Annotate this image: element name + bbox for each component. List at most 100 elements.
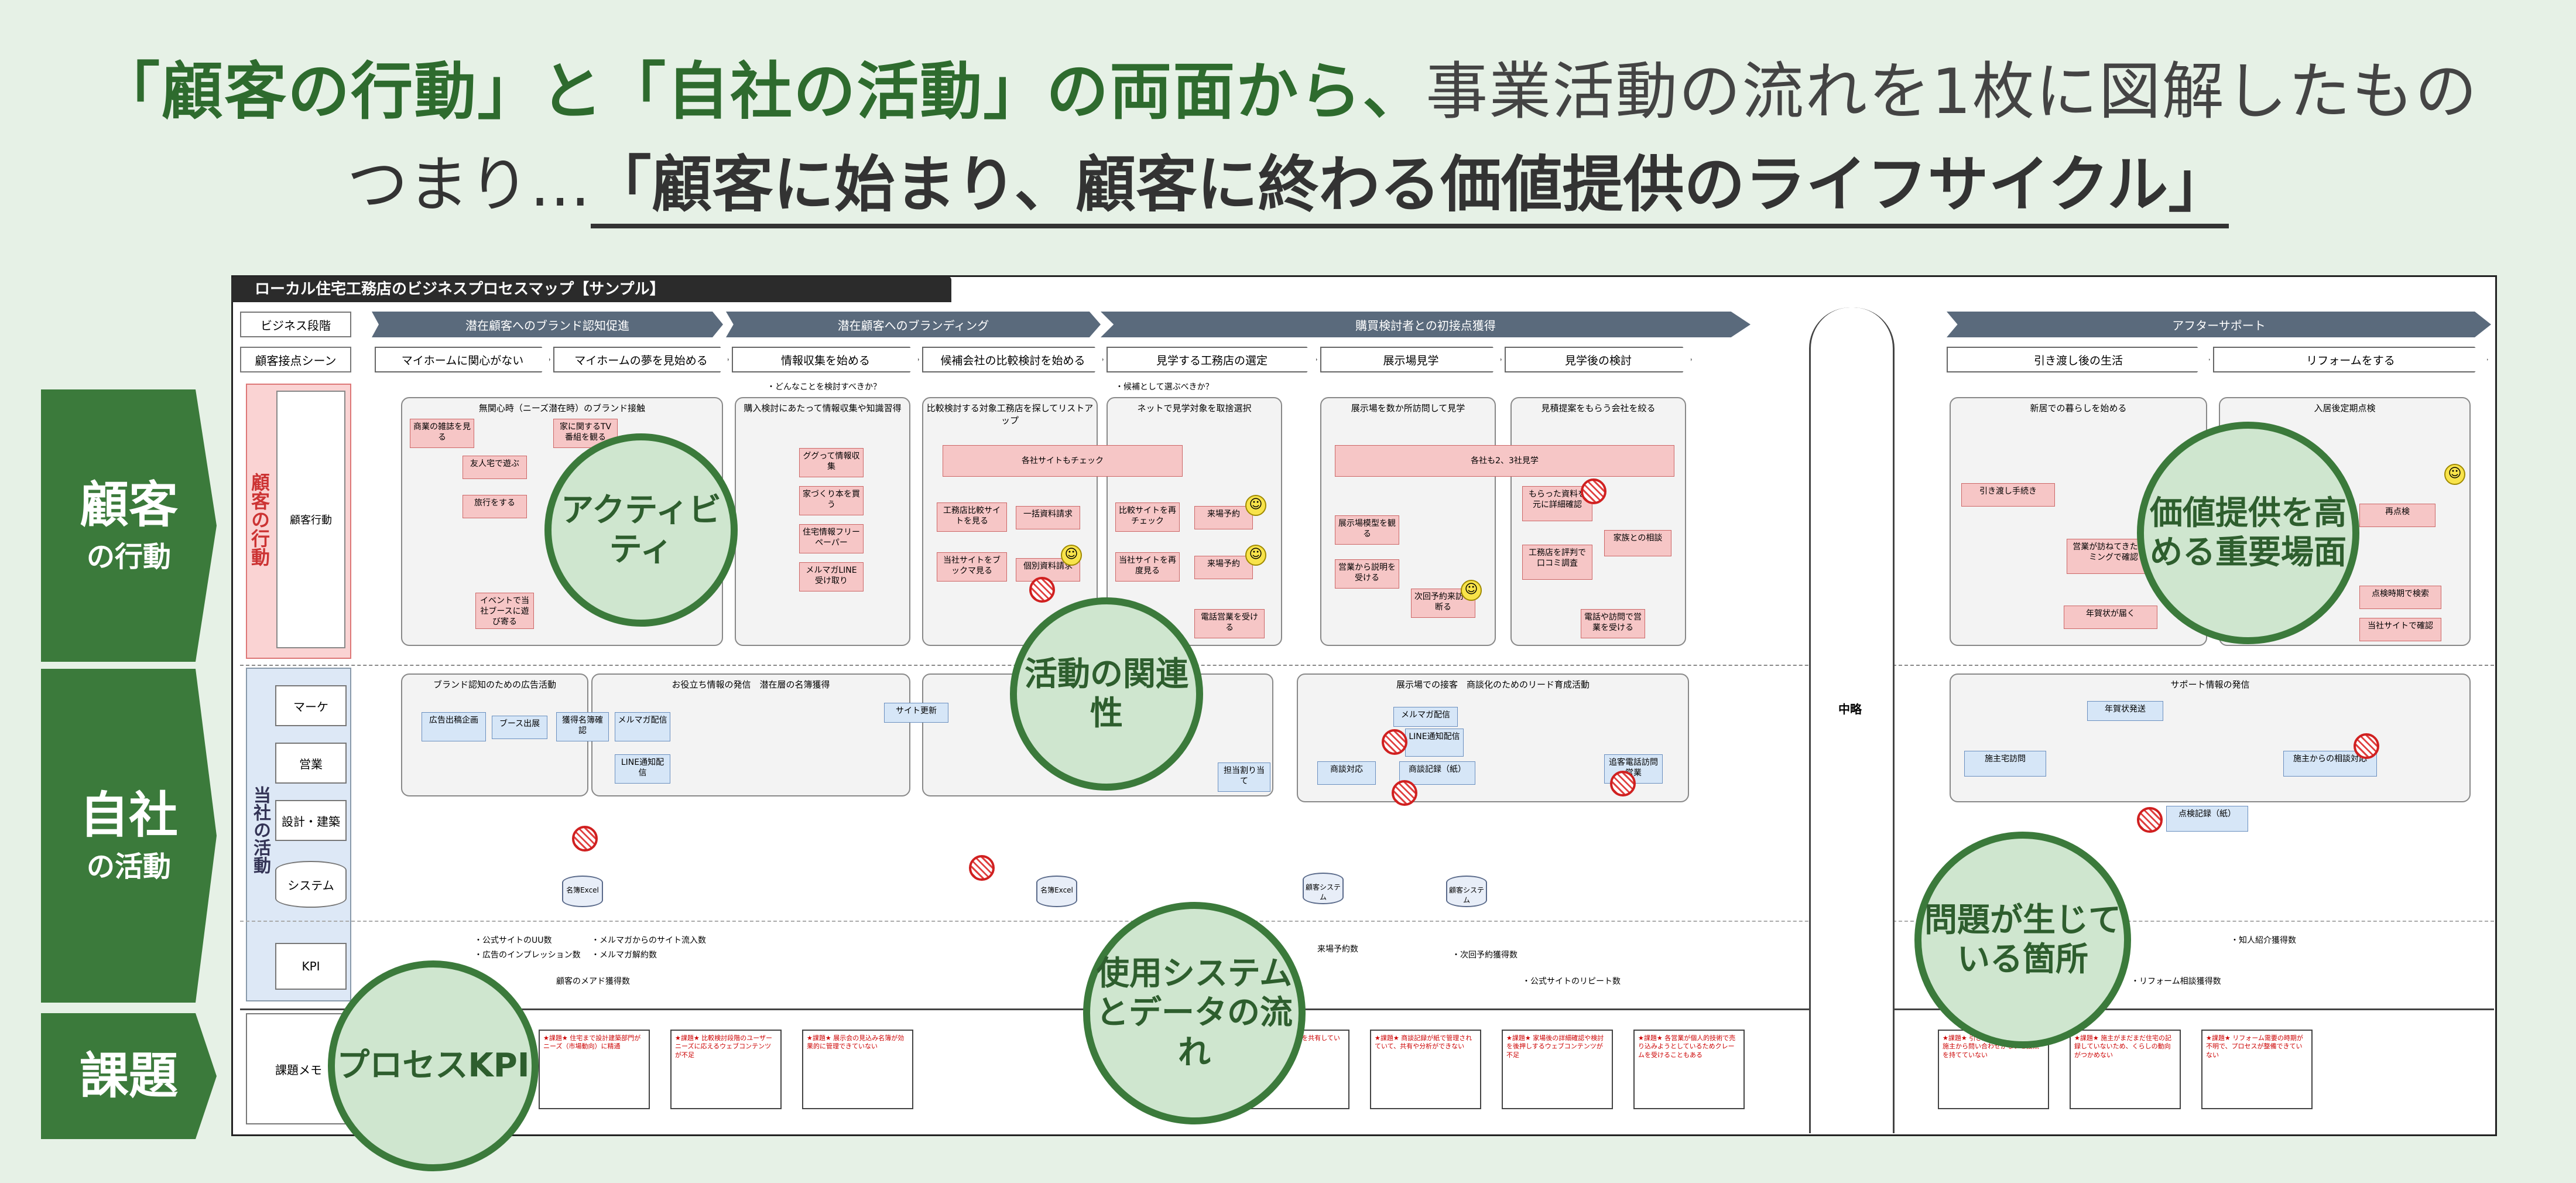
company-group-title: ブランド認知のための広告活動 — [433, 679, 556, 690]
company-group-title: 展示場での接客 商談化のためのリード育成活動 — [1396, 679, 1590, 690]
customer-item: 年賀状が届く — [2064, 606, 2157, 629]
company-item: 担当割り当て — [1218, 763, 1270, 792]
issue-memo: ★課題★ 商談記録が紙で管理されていて、共有や分析ができない — [1370, 1030, 1481, 1109]
kpi-item: ・次回予約獲得数 — [1452, 950, 1517, 960]
customer-group-title: 見積提案をもらう会社を絞る — [1541, 403, 1656, 413]
customer-item: 営業から説明を受ける — [1335, 559, 1399, 589]
issue-memo: ★課題★ 施主がまだまだ住宅の記録していないため、くらしの動向がつかめない — [2070, 1030, 2181, 1109]
callout-activity: アクティビティ — [544, 433, 738, 627]
company-item: 年賀状発送 — [2087, 701, 2163, 721]
smile-icon: ☺ — [1245, 545, 1266, 566]
category-customer: 顧客 の行動 — [41, 389, 217, 662]
problem-marker — [1392, 780, 1417, 806]
company-vertical-label: 当社の活動 — [250, 786, 270, 874]
scene-not-interested: マイホームに関心がない — [375, 347, 550, 372]
scene-info-gathering: 情報収集を始める — [732, 347, 919, 372]
customer-item: 一括資料請求 — [1016, 506, 1080, 529]
problem-marker — [969, 855, 995, 881]
headline-bold: 「顧客の行動」と「自社の活動」の両面から、 — [98, 56, 1426, 128]
company-group-4: サポート情報の発信 — [1950, 673, 2471, 802]
company-item: LINE通知配信 — [1405, 729, 1464, 757]
issue-memo: ★課題★ 展示会の見込み名簿が効果的に管理できていない — [802, 1030, 913, 1109]
kpi-item: ・知人紹介獲得数 — [2231, 936, 2296, 945]
company-item: 商談記録（紙） — [1399, 761, 1475, 785]
note-candidate: ・候補として選ぶべきか？ — [1115, 382, 1214, 392]
row-label-system: システム — [275, 861, 347, 908]
customer-item: 住宅情報フリーペーパー — [799, 524, 864, 553]
company-item: 商談対応 — [1317, 761, 1376, 785]
company-item: 獲得名簿確認 — [556, 712, 609, 741]
customer-item: 電話営業を受ける — [1194, 609, 1265, 638]
company-item: 広告出稿企画 — [422, 712, 486, 741]
row-label-scene: 顧客接点シーン — [240, 347, 351, 372]
problem-marker — [2137, 807, 2163, 833]
row-label-kpi: KPI — [275, 943, 347, 990]
problem-marker — [1382, 729, 1407, 755]
system-customer-db: 顧客システム — [1303, 873, 1344, 904]
scene-dreaming: マイホームの夢を見始める — [553, 347, 729, 372]
omitted-band — [1809, 307, 1895, 1133]
category-company: 自社 の活動 — [41, 669, 217, 1003]
phase-awareness: 潜在顧客へのブランド認知促進 — [372, 312, 723, 337]
problem-marker — [2354, 733, 2379, 759]
customer-item: 当社サイトで確認 — [2359, 618, 2441, 641]
customer-item: 比較サイトを再チェック — [1115, 502, 1180, 532]
system-list-excel: 名簿Excel — [562, 876, 603, 907]
row-label-sales: 営業 — [275, 743, 347, 784]
customer-group-title: ネットで見学対象を取捨選択 — [1137, 403, 1252, 413]
customer-group-title: 展示場を数か所訪問して見学 — [1351, 403, 1465, 413]
system-list-excel-2: 名簿Excel — [1036, 876, 1077, 907]
scene-after-handover: 引き渡し後の生活 — [1947, 347, 2210, 372]
customer-item: 工務店比較サイトを見る — [937, 502, 1007, 532]
customer-item: 各社も2、3社見学 — [1335, 445, 1674, 477]
customer-item: 家づくり本を買う — [799, 486, 864, 515]
row-label-design: 設計・建築 — [275, 800, 347, 841]
company-item: 施主宅訪問 — [1964, 751, 2046, 777]
customer-item: イベントで当社ブースに遊び寄る — [475, 593, 534, 629]
company-group-title: サポート情報の発信 — [2170, 679, 2250, 690]
customer-group-6: 見積提案をもらう会社を絞る — [1510, 397, 1686, 646]
kpi-item: ・広告のインプレッション数 — [474, 950, 581, 960]
customer-vertical-label: 顧客の行動 — [248, 473, 270, 566]
company-item: 点検記録（紙） — [2166, 806, 2248, 832]
row-label-marketing: マーケ — [275, 685, 347, 726]
issue-memo: ★課題★ リフォーム需要の時期が不明で、プロセスが整備できていない — [2201, 1030, 2313, 1109]
customer-item: 商業の雑誌を見る — [410, 419, 474, 448]
scene-showroom: 展示場見学 — [1320, 347, 1502, 372]
headline-thin: 事業活動の流れを1枚に図解したもの — [1426, 56, 2478, 128]
scene-reform: リフォームをする — [2213, 347, 2488, 372]
issue-memo: ★課題★ 家場後の詳細確認や検討を後押しするウェブコンテンツが不足 — [1502, 1030, 1613, 1109]
issue-memo: ★課題★ 各営業が個人的技術で売り込みようとしているためクレームを受けることもあ… — [1633, 1030, 1745, 1109]
customer-item: 当社サイトを再度見る — [1115, 552, 1180, 582]
customer-row-band: 顧客の行動 顧客行動 — [246, 384, 351, 659]
customer-item: 各社サイトもチェック — [943, 445, 1183, 477]
headline-line-1: 「顧客の行動」と「自社の活動」の両面から、事業活動の流れを1枚に図解したもの — [0, 41, 2576, 131]
kpi-item: 来場予約数 — [1317, 945, 1358, 954]
customer-item: 旅行をする — [463, 495, 527, 518]
kpi-item: 顧客のメアド獲得数 — [556, 977, 630, 986]
row-label-stage: ビジネス段階 — [240, 312, 351, 337]
category-issue: 課題 — [41, 1013, 217, 1139]
system-customer-db-2: 顧客システム — [1446, 876, 1487, 907]
issue-memo: ★課題★ 比較検討段階のユーザーニーズに応えるウェブコンテンツが不足 — [670, 1030, 782, 1109]
headline-line-2: つまり…「顧客に始まり、顧客に終わる価値提供のライフサイクル」 — [0, 135, 2576, 228]
scene-comparison: 候補会社の比較検討を始める — [922, 347, 1104, 372]
company-item: ブース出展 — [492, 716, 547, 739]
smile-icon: ☺ — [1245, 495, 1266, 516]
omitted-label: 中略 — [1838, 702, 1862, 716]
customer-item: 電話や訪問で営業を受ける — [1581, 609, 1645, 638]
problem-marker — [1029, 577, 1055, 603]
customer-item: 友人宅で遊ぶ — [463, 456, 527, 479]
phase-after-support: アフターサポート — [1947, 312, 2491, 337]
note-what-to-do: ・どんなことを検討すべきか？ — [767, 382, 882, 392]
problem-marker — [572, 826, 598, 852]
kpi-item: ・公式サイトのUU数 — [474, 936, 552, 945]
category-issue-title: 課題 — [79, 1047, 178, 1105]
customer-group-title: 入居後定期点検 — [2314, 403, 2376, 413]
company-item: メルマガ配信 — [1393, 707, 1458, 727]
customer-item: 点検時期で検索 — [2359, 586, 2441, 609]
category-company-title: 自社 — [79, 786, 178, 844]
customer-item: 展示場模型を観る — [1335, 515, 1399, 545]
kpi-item: ・リフォーム相談獲得数 — [2131, 977, 2221, 986]
customer-item: ググって情報収集 — [799, 448, 864, 477]
